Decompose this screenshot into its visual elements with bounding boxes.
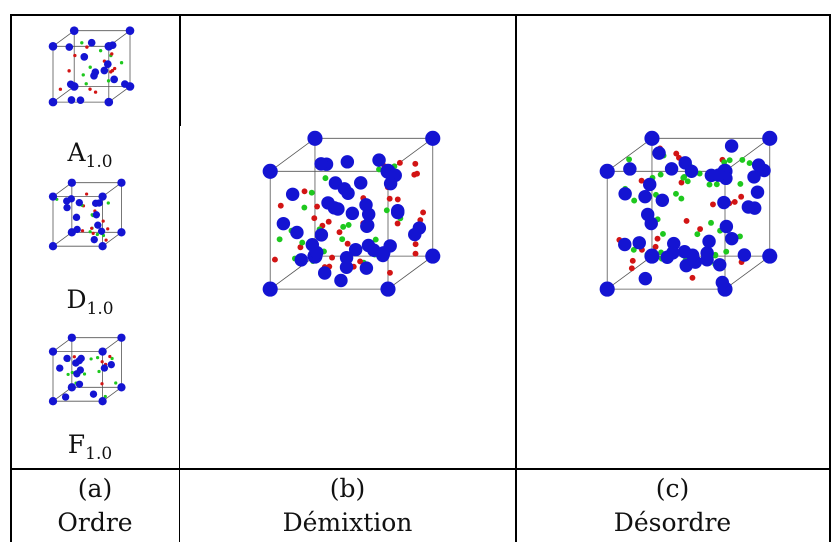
crystal-structure-a10-image xyxy=(48,26,135,107)
structure-label-a10: A1.0 xyxy=(45,138,135,172)
structure-label-f10: F1.0 xyxy=(45,430,135,464)
column-a-caption: Ordre xyxy=(57,508,133,537)
crystal-structure-f10-image xyxy=(48,333,126,406)
column-a-letter: (a) xyxy=(77,474,113,503)
divider-a-b xyxy=(179,14,181,126)
table-top-rule xyxy=(10,14,830,16)
demixtion-structure-image xyxy=(262,130,441,297)
column-b-caption: Démixtion xyxy=(282,508,413,537)
structure-f-sub: 1.0 xyxy=(85,444,113,464)
structure-a-base: A xyxy=(67,138,86,167)
desordre-structure-image xyxy=(599,130,778,297)
structure-d-base: D xyxy=(66,285,87,314)
column-c-letter: (c) xyxy=(655,474,690,503)
divider-a-b-lower xyxy=(179,126,180,542)
structure-label-d10: D1.0 xyxy=(45,285,135,319)
left-border xyxy=(10,14,12,542)
column-c-caption: Désordre xyxy=(613,508,732,537)
table-mid-rule xyxy=(10,468,830,470)
column-b-letter: (b) xyxy=(329,474,366,503)
crystal-structure-d10-image xyxy=(48,178,126,251)
structure-d-sub: 1.0 xyxy=(86,299,114,319)
structure-f-base: F xyxy=(67,430,86,459)
structure-a-sub: 1.0 xyxy=(85,152,113,172)
right-border xyxy=(829,14,831,542)
divider-b-c xyxy=(515,14,517,542)
